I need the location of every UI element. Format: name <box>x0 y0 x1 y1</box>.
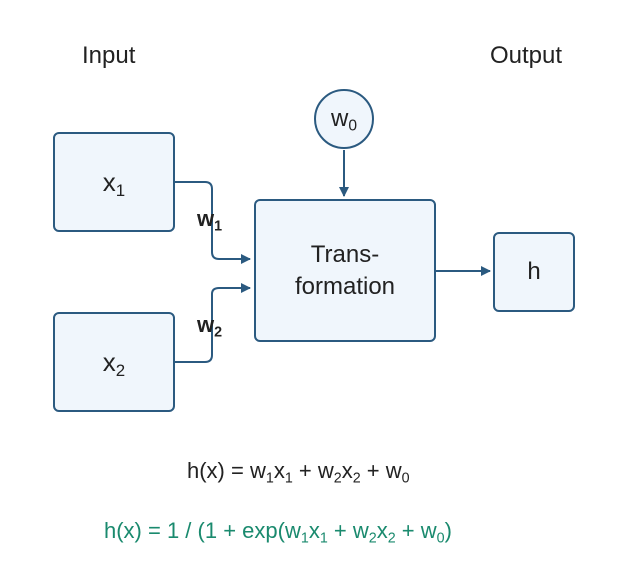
edge-x2-transform <box>175 283 251 363</box>
logistic-formula: h(x) = 1 / (1 + exp(w1x1 + w2x2 + w0) <box>104 518 452 547</box>
output-node-h: h <box>493 232 575 312</box>
transformation-label-line1: Trans- <box>310 240 380 268</box>
input-node-x1: x1 <box>53 132 175 232</box>
bias-node-w0: w0 <box>314 89 374 149</box>
output-header: Output <box>490 42 563 69</box>
x2-label: x2 <box>102 346 126 380</box>
input-node-x2: x2 <box>53 312 175 412</box>
edge-x1-transform <box>175 181 251 264</box>
linear-formula: h(x) = w1x1 + w2x2 + w0 <box>187 458 410 487</box>
transformation-label-line2: formation <box>294 272 396 300</box>
weight-label-w2: w2 <box>197 312 223 341</box>
transformation-node: Trans- formation <box>254 199 436 342</box>
x1-label: x1 <box>102 166 126 200</box>
w0-label: w0 <box>330 105 358 135</box>
input-header: Input <box>82 42 136 69</box>
h-label: h <box>527 258 541 285</box>
weight-label-w1: w1 <box>197 206 223 235</box>
